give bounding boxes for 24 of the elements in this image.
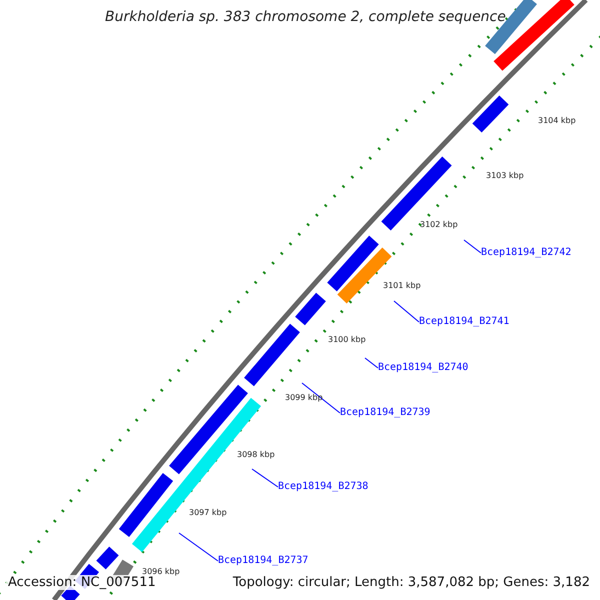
gene-label: Bcep18194_B2739 — [340, 408, 430, 418]
leader-line — [252, 468, 278, 488]
gene-label: Bcep18194_B2738 — [278, 482, 368, 492]
genome-info-text: Topology: circular; Length: 3,587,082 bp; Genes: 3,182 — [230, 575, 592, 590]
leader-line — [302, 382, 340, 414]
gene-label: Bcep18194_B2741 — [419, 317, 510, 327]
tick-label: 3101 kbp — [383, 282, 421, 290]
gene-label: Bcep18194_B2740 — [378, 363, 468, 373]
tick-label: 3099 kbp — [285, 394, 323, 402]
tick-label: 3100 kbp — [328, 336, 366, 344]
gene-label: Bcep18194_B2742 — [481, 248, 572, 258]
chart-title: Burkholderia sp. 383 chromosome 2, complete sequence — [105, 10, 506, 24]
tick-label: 3104 kbp — [538, 117, 576, 125]
tick-label: 3096 kbp — [142, 568, 180, 576]
accession-text: Accession: NC_007511 — [6, 575, 158, 590]
tick-label: 3102 kbp — [420, 221, 458, 229]
tick-label: 3098 kbp — [237, 451, 275, 459]
leader-line — [464, 240, 482, 254]
gene-label: Bcep18194_B2737 — [218, 556, 308, 566]
leader-line — [178, 532, 218, 562]
leader-line — [394, 300, 420, 322]
tick-label: 3097 kbp — [189, 509, 227, 517]
tick-label: 3103 kbp — [486, 172, 524, 180]
leader-line — [364, 358, 378, 368]
